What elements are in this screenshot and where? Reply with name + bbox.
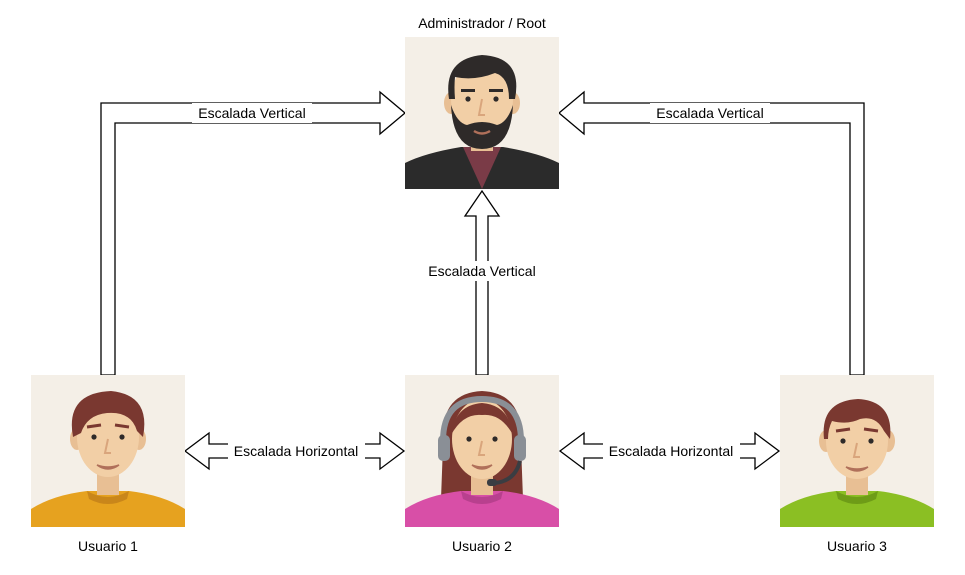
node-user3: Usuario 3 bbox=[780, 375, 934, 554]
arrow-user1-to-admin bbox=[100, 90, 407, 376]
edge-label-user3-admin: Escalada Vertical bbox=[656, 105, 763, 121]
edge-label-user2-user3: Escalada Horizontal bbox=[609, 443, 734, 459]
arrow-user3-to-admin bbox=[557, 90, 865, 376]
node-label-user2: Usuario 2 bbox=[452, 538, 512, 554]
edge-label-bg bbox=[192, 103, 312, 123]
edge-label-user2-admin: Escalada Vertical bbox=[428, 263, 535, 279]
edge-label-bg bbox=[650, 103, 770, 123]
edge-label-user1-user2: Escalada Horizontal bbox=[234, 443, 359, 459]
admin-avatar-icon bbox=[405, 37, 559, 189]
node-user2: Usuario 2 bbox=[405, 375, 559, 554]
edge-label-bg bbox=[422, 261, 542, 281]
user3-avatar-icon bbox=[780, 375, 934, 527]
node-label-user3: Usuario 3 bbox=[827, 538, 887, 554]
node-admin: Administrador / Root bbox=[405, 15, 559, 189]
edge-label-bg bbox=[228, 441, 365, 461]
node-label-admin: Administrador / Root bbox=[418, 15, 546, 31]
user1-avatar-icon bbox=[31, 375, 185, 527]
edge-label-user1-admin: Escalada Vertical bbox=[198, 105, 305, 121]
node-label-user1: Usuario 1 bbox=[78, 538, 138, 554]
node-user1: Usuario 1 bbox=[31, 375, 185, 554]
edge-label-bg bbox=[603, 441, 740, 461]
arrow-user2-to-admin bbox=[463, 189, 501, 376]
user2-avatar-icon bbox=[405, 375, 559, 527]
